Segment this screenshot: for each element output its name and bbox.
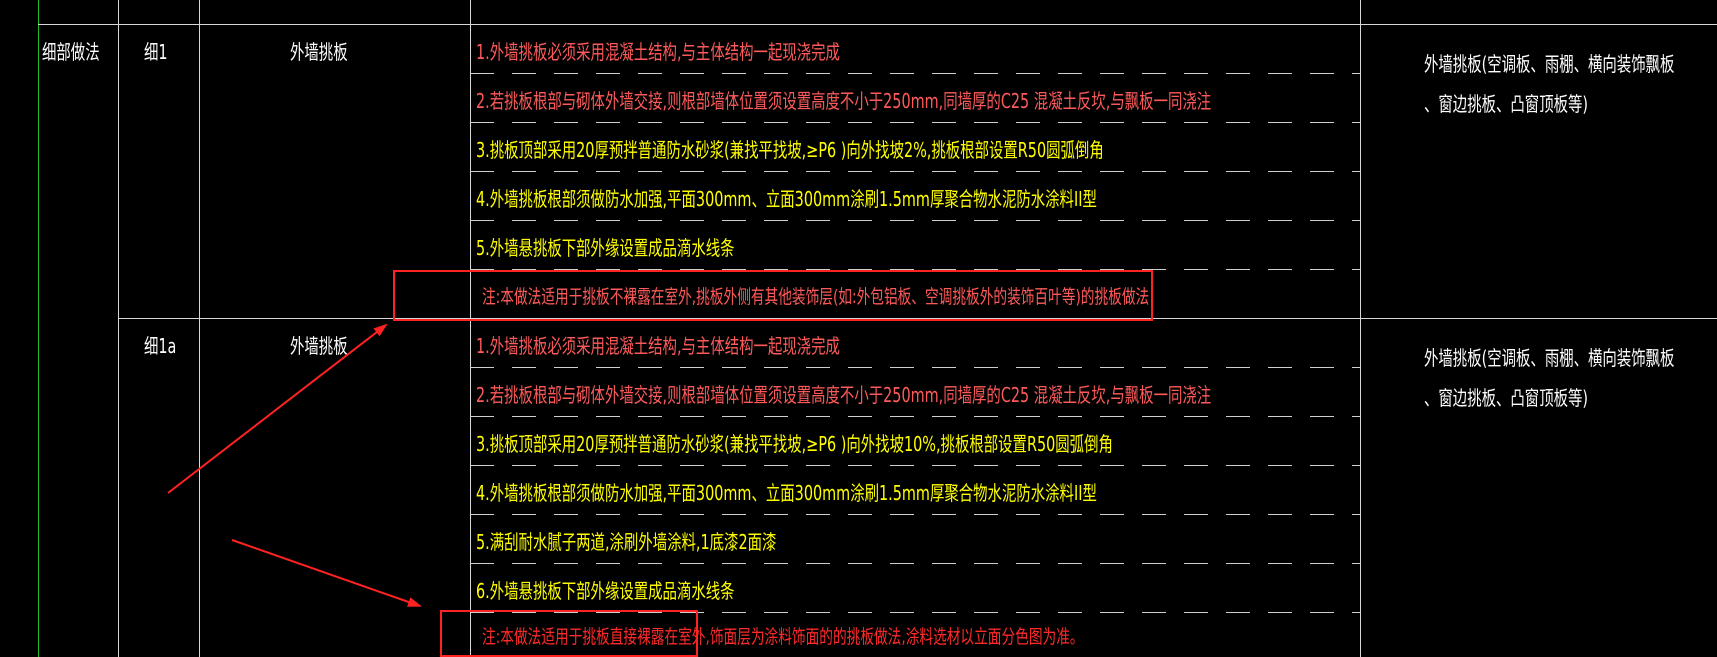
remark-line: 外墙挑板(空调板、雨棚、横向装饰飘板 [1424, 346, 1675, 370]
remark-line: 、窗边挑板、凸窗顶板等) [1424, 386, 1589, 410]
section-divider [118, 318, 1717, 319]
spec-item: 5.外墙悬挑板下部外缘设置成品滴水线条 [476, 236, 735, 260]
row-separator [470, 563, 1360, 564]
row-separator [470, 269, 1360, 270]
remark-line: 、窗边挑板、凸窗顶板等) [1424, 92, 1589, 116]
column-divider-1 [118, 0, 119, 657]
spec-item: 5.满刮耐水腻子两道,涂刷外墙涂料,1底漆2面漆 [476, 530, 777, 554]
column-divider-3 [470, 0, 471, 657]
row-separator [470, 220, 1360, 221]
table-top-border [38, 24, 1717, 25]
spec-item: 2.若挑板根部与砌体外墙交接,则根部墙体位置须设置高度不小于250mm,同墙厚的… [476, 383, 1212, 407]
row-separator [470, 465, 1360, 466]
section-code: 细1 [144, 40, 168, 64]
arrow-to-note-2 [231, 539, 422, 607]
spec-item: 4.外墙挑板根部须做防水加强,平面300mm、立面300mm涂刷1.5mm厚聚合… [476, 187, 1097, 211]
section-name: 外墙挑板 [290, 334, 348, 358]
spec-item: 3.挑板顶部采用20厚预拌普通防水砂浆(兼找平找坡,≥P6 )向外找坡10%,挑… [476, 432, 1113, 456]
remark-line: 外墙挑板(空调板、雨棚、横向装饰飘板 [1424, 52, 1675, 76]
highlight-box [440, 610, 698, 657]
row-separator [470, 367, 1360, 368]
spec-item: 4.外墙挑板根部须做防水加强,平面300mm、立面300mm涂刷1.5mm厚聚合… [476, 481, 1097, 505]
spec-item: 1.外墙挑板必须采用混凝土结构,与主体结构一起现浇完成 [476, 40, 840, 64]
spec-item: 3.挑板顶部采用20厚预拌普通防水砂浆(兼找平找坡,≥P6 )向外找坡2%,挑板… [476, 138, 1104, 162]
highlight-box [393, 270, 1153, 321]
spec-item: 6.外墙悬挑板下部外缘设置成品滴水线条 [476, 579, 735, 603]
row-separator [470, 73, 1360, 74]
applicability-note: 注:本做法适用于挑板不裸露在室外,挑板外侧有其他装饰层(如:外包铝板、空调挑板外… [482, 286, 1150, 308]
row-separator [470, 416, 1360, 417]
spec-item: 1.外墙挑板必须采用混凝土结构,与主体结构一起现浇完成 [476, 334, 840, 358]
left-edge-line [38, 0, 39, 657]
spec-item: 2.若挑板根部与砌体外墙交接,则根部墙体位置须设置高度不小于250mm,同墙厚的… [476, 89, 1212, 113]
column-divider-2 [199, 0, 200, 657]
column-divider-4 [1360, 0, 1361, 657]
arrow-to-note-1 [167, 323, 388, 494]
section-code: 细1a [144, 334, 177, 358]
row-separator [470, 122, 1360, 123]
row-separator [470, 514, 1360, 515]
section-name: 外墙挑板 [290, 40, 348, 64]
row-separator [470, 612, 1360, 613]
applicability-note: 注:本做法适用于挑板直接裸露在室外,饰面层为涂料饰面的的挑板做法,涂料选材以立面… [482, 626, 1084, 648]
category-label: 细部做法 [42, 40, 100, 64]
row-separator [470, 171, 1360, 172]
